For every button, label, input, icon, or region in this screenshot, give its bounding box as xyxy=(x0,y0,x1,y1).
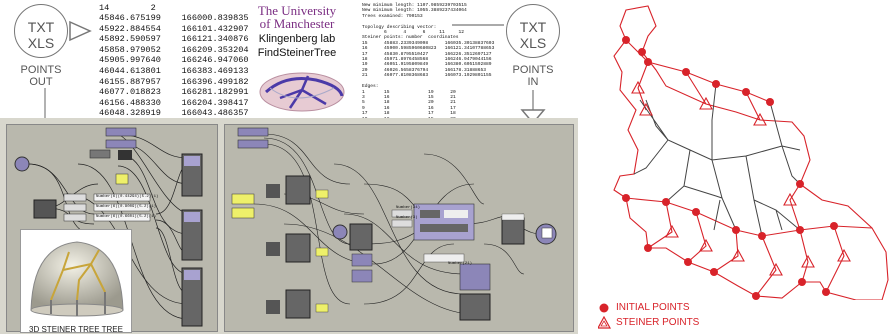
initial-point-marker xyxy=(758,232,766,240)
steiner-point-marker xyxy=(699,238,713,252)
coordinate-row: 46155.887957 166396.499182 xyxy=(99,76,249,87)
initial-point-marker xyxy=(622,194,630,202)
initial-point-marker xyxy=(710,268,718,276)
result-line: 20 46026.5658376794 166178.31888653 xyxy=(362,67,487,73)
initial-point-marker xyxy=(682,68,690,76)
txt-xls-output-bubble: TXT XLS xyxy=(14,4,68,58)
result-line: New minimum length: 1055.3889237434064 xyxy=(362,8,467,14)
result-line: 17 45830.8795510427 166226.3512697127 xyxy=(362,51,492,57)
legend-steiner: STEINER POINTS xyxy=(598,315,699,330)
points-in-arrow-icon xyxy=(520,90,546,125)
result-line: Trees examined: 790153 xyxy=(362,13,423,19)
points-out-caption: POINTS OUT xyxy=(20,64,62,88)
steiner-point-icon xyxy=(598,315,612,329)
map-legend: INITIAL POINTS STEINER POINTS xyxy=(598,300,699,330)
steiner-point-marker xyxy=(631,80,645,94)
export-node-graph xyxy=(14,127,203,327)
result-line: 5 18 20 21 xyxy=(362,100,456,106)
result-line: 16 45900.5985960680823 166121.3410778865… xyxy=(362,46,495,52)
import-node-graph xyxy=(231,127,557,321)
initial-point-marker xyxy=(732,226,740,234)
initial-point-marker xyxy=(684,258,692,266)
initial-point-marker xyxy=(798,278,806,286)
points-out-connector xyxy=(44,88,46,120)
txt-xls-input-bubble: TXT XLS xyxy=(506,4,560,58)
result-line: 15 45883.2339349098 166035.30138837603 xyxy=(362,40,495,46)
coordinate-row: 45905.997640 166246.947060 xyxy=(99,55,249,66)
coordinate-row: 46156.488330 166204.398417 xyxy=(99,97,249,108)
bubble-txt-label: TXT xyxy=(27,19,55,35)
export-field-2[interactable]: Number(6)(0.8009)(5.2)(1) xyxy=(96,205,157,209)
steiner-point-marker xyxy=(753,112,767,126)
result-line: 21 46077.8108368683 166073.1929801155 xyxy=(362,73,492,79)
steiner-point-marker xyxy=(769,262,783,276)
steiner-point-marker xyxy=(837,248,851,262)
legend-initial: INITIAL POINTS xyxy=(598,300,699,315)
result-line: Topology describing vector: xyxy=(362,24,437,30)
export-field-1[interactable]: Number(6)(0.44294)(5.2)(1) xyxy=(96,195,159,199)
result-line: New minimum length: 1107.9859239703515 xyxy=(362,3,467,8)
university-name: The University of Manchester xyxy=(257,3,337,31)
initial-points-layer xyxy=(622,36,838,300)
bubble-xls-label: XLS xyxy=(27,35,55,51)
steiner-point-marker xyxy=(639,102,653,116)
dome-inset: 3D STEINER TREE TREE xyxy=(20,229,132,334)
coordinate-row: 45846.675199 166000.839835 xyxy=(99,13,249,23)
coordinate-row: 46048.328919 166043.486357 xyxy=(99,108,249,119)
initial-point-marker xyxy=(830,222,838,230)
steiner-point-marker xyxy=(665,224,679,238)
steiner-points-layer xyxy=(631,80,851,276)
initial-point-marker xyxy=(692,208,700,216)
coordinate-row: 46077.018823 166281.182991 xyxy=(99,87,249,98)
initial-point-marker xyxy=(796,180,804,188)
export-field-3[interactable]: Number(6)(0.6601)(5.2)(1) xyxy=(96,215,157,219)
coordinate-row: 46044.613801 166383.469133 xyxy=(99,65,249,76)
university-block: The University of Manchester Klingenberg… xyxy=(244,4,350,59)
initial-point-marker xyxy=(766,98,774,106)
result-line: Edges: xyxy=(362,84,379,90)
result-line: 3 16 15 21 xyxy=(362,94,456,100)
steiner-point-marker xyxy=(801,254,815,268)
initial-point-icon xyxy=(599,303,609,312)
steiner-point-marker xyxy=(699,96,713,110)
result-line: 17 18 17 18 xyxy=(362,111,456,117)
result-line: 19 46051.9195809849 166380.6051592889 xyxy=(362,62,492,68)
coordinate-row: 45858.979052 166209.353204 xyxy=(99,44,249,55)
result-line: 9 16 16 17 xyxy=(362,105,456,111)
lab-name: Klingenberg lab xyxy=(258,33,336,45)
steiner-tree-logo xyxy=(259,72,345,112)
coords-header: 14 2 xyxy=(99,3,156,13)
dome-illustration xyxy=(30,241,124,317)
import-field-2[interactable]: Number(3) xyxy=(396,216,418,220)
output-arrow-icon xyxy=(69,20,92,42)
result-line: 6 4 6 11 12 xyxy=(362,30,464,36)
initial-point-marker xyxy=(752,292,760,300)
import-field-3[interactable]: Number(21) xyxy=(448,262,473,266)
initial-point-marker xyxy=(662,198,670,206)
initial-point-marker xyxy=(712,80,720,88)
import-field-1[interactable]: Number(34) xyxy=(396,206,421,210)
initial-point-marker xyxy=(822,288,830,296)
initial-point-marker xyxy=(742,88,750,96)
coordinate-row: 45922.884554 166101.432907 xyxy=(99,23,249,34)
steiner-tree-map xyxy=(613,5,889,300)
initial-point-marker xyxy=(644,244,652,252)
initial-point-marker xyxy=(638,48,646,56)
steiner-point-marker xyxy=(731,248,745,262)
result-line: Steiner points: number coordinates xyxy=(362,35,459,41)
result-line: 18 45971.8976458568 166246.9479044156 xyxy=(362,57,492,63)
initial-point-marker xyxy=(796,226,804,234)
initial-point-marker xyxy=(644,58,652,66)
initial-point-marker xyxy=(622,36,630,44)
result-line: 1 15 19 20 xyxy=(362,89,456,95)
app-name: FindSteinerTree xyxy=(257,47,337,59)
steiner-point-marker xyxy=(783,192,797,206)
coordinate-row: 45892.590597 166121.340876 xyxy=(99,34,249,45)
input-connector-line xyxy=(452,24,504,26)
points-in-caption: POINTS IN xyxy=(512,64,554,88)
dome-caption: 3D STEINER TREE TREE xyxy=(29,325,123,334)
